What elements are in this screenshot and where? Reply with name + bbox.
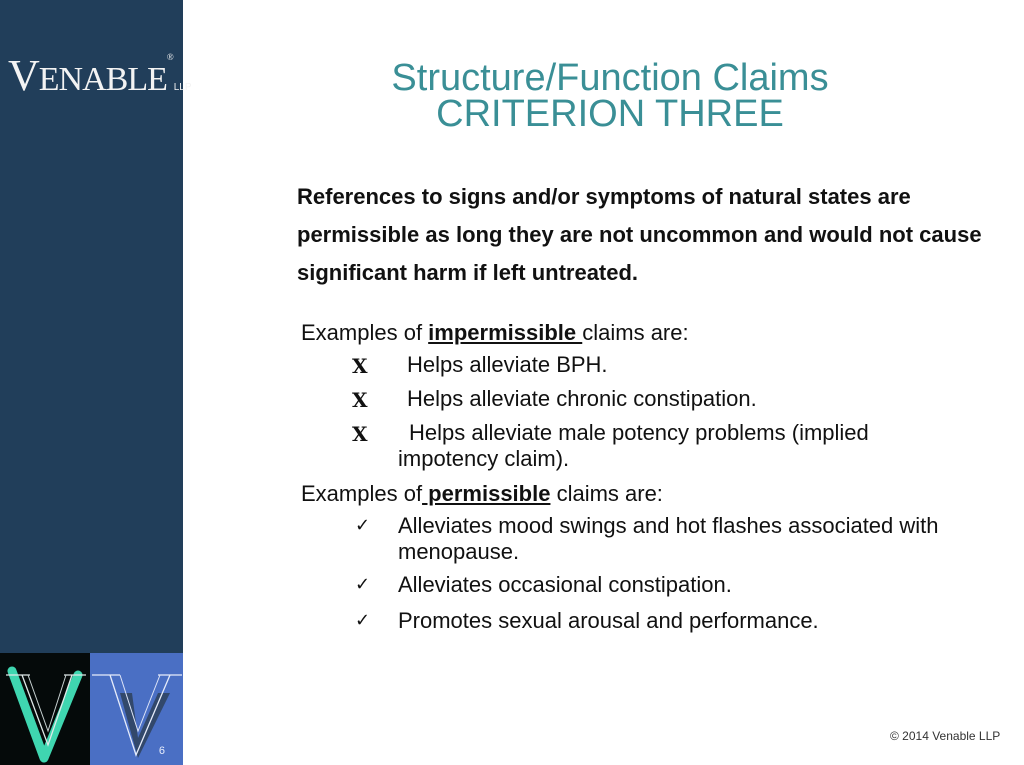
list-item: Promotes sexual arousal and performance. (398, 608, 819, 633)
logo-llp: LLP (173, 82, 192, 93)
title-line-1: Structure/Function Claims (391, 57, 829, 99)
logo-registered: ® (166, 52, 174, 62)
permissible-heading: Examples of permissible claims are: (301, 481, 663, 507)
stone-v-image: 6 (90, 653, 183, 765)
impermissible-heading: Examples of impermissible claims are: (301, 320, 689, 346)
check-mark-icon: ✓ (355, 574, 371, 595)
page-number: 6 (158, 745, 165, 757)
check-mark-icon: ✓ (355, 610, 371, 631)
title-line-2: CRITERION THREE (436, 93, 784, 135)
x-mark-icon: X (352, 388, 368, 412)
check-mark-icon: ✓ (355, 515, 371, 536)
list-item: Helps alleviate BPH. (407, 352, 608, 377)
list-item: Alleviates mood swings and hot flashes a… (398, 513, 939, 564)
list-item: Alleviates occasional constipation. (398, 572, 732, 597)
logo-initial: V (8, 51, 40, 100)
heading-keyword: permissible (422, 481, 551, 506)
lead-paragraph: References to signs and/or symptoms of n… (297, 184, 982, 285)
logo-name: ENABLE (38, 61, 168, 98)
list-item: Helps alleviate chronic constipation. (407, 386, 757, 411)
copyright-footer: © 2014 Venable LLP (890, 729, 1001, 743)
slide-title: Structure/Function Claims CRITERION THRE… (330, 57, 890, 135)
sidebar: VENABLE® LLP 6 (0, 0, 192, 765)
x-mark-icon: X (352, 422, 368, 446)
list-item: Helps alleviate male potency problems (i… (398, 420, 869, 471)
venable-logo: VENABLE® LLP (8, 50, 192, 101)
decorative-v-tiles: 6 (0, 653, 183, 765)
heading-prefix: Examples of (301, 320, 429, 345)
heading-suffix: claims are: (550, 481, 663, 506)
heading-prefix: Examples of (301, 481, 423, 506)
neon-v-image (0, 653, 90, 765)
x-mark-icon: X (352, 354, 368, 378)
heading-keyword: impermissible (428, 320, 583, 345)
heading-suffix: claims are: (582, 320, 689, 345)
